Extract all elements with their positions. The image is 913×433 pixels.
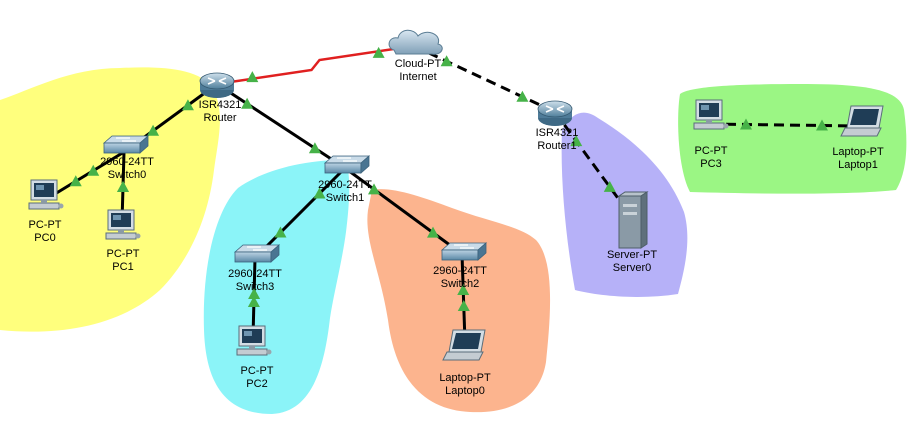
router-icon — [537, 100, 573, 127]
link-switch0-pc0-status-end — [69, 175, 82, 187]
device-model-label: 2960-24TT — [318, 179, 372, 191]
link-router0-cloud-status-start — [246, 71, 259, 83]
link-switch2-laptop0[interactable] — [460, 253, 467, 343]
link-cloud-router1-status-start — [440, 55, 453, 67]
device-name-label: Switch3 — [236, 281, 275, 293]
device-model-label: PC-PT — [695, 145, 728, 157]
link-switch1-switch2-status-end — [426, 226, 439, 238]
device-model-label: Laptop-PT — [832, 146, 884, 158]
link-switch1-switch3[interactable] — [253, 166, 347, 260]
device-model-label: ISR4321 — [536, 127, 579, 139]
link-router0-switch1-status-end — [308, 142, 321, 154]
link-router1-server0[interactable] — [553, 111, 633, 217]
link-switch2-laptop0-status-end — [457, 300, 470, 312]
cloud-icon — [388, 29, 443, 55]
device-name-label: Internet — [399, 71, 436, 83]
area-green — [678, 84, 907, 194]
device-model-label: Laptop-PT — [439, 372, 491, 384]
device-model-label: 2960-24TT — [433, 265, 487, 277]
link-switch2-laptop0-status-start — [457, 283, 470, 295]
link-switch1-switch3-status-end — [274, 226, 287, 238]
switch-icon — [441, 242, 487, 261]
link-cloud-router1[interactable] — [413, 44, 556, 114]
link-router0-cloud[interactable] — [216, 44, 415, 86]
area-yellow — [0, 67, 220, 332]
device-model-label: 2960-24TT — [228, 268, 282, 280]
area-orange — [367, 189, 551, 413]
device-name-label: Router1 — [537, 140, 576, 152]
router-icon — [199, 72, 235, 99]
link-switch0-pc0[interactable] — [44, 150, 125, 202]
device-name-label: PC2 — [246, 378, 267, 390]
device-name-label: Switch0 — [108, 169, 147, 181]
link-router0-switch1-status-start — [241, 97, 254, 109]
link-pc3-laptop1[interactable] — [709, 122, 859, 128]
device-model-label: 2960-24TT — [100, 156, 154, 168]
device-name-label: PC1 — [112, 261, 133, 273]
device-name-label: Laptop1 — [838, 159, 878, 171]
device-model-label: Cloud-PT — [395, 58, 442, 70]
link-router0-cloud-status-end — [372, 46, 385, 58]
link-switch1-switch2[interactable] — [344, 166, 463, 256]
device-model-label: PC-PT — [29, 219, 62, 231]
links-layer — [44, 44, 859, 343]
device-model-label: PC-PT — [107, 248, 140, 260]
nodes-layer: ISR4321RouterISR4321Router1Cloud-PTInter… — [28, 29, 884, 397]
switch-icon — [234, 244, 280, 263]
switch-icon — [103, 135, 149, 154]
link-router1-server0-status-start — [570, 135, 583, 147]
link-cloud-router1-status-end — [516, 90, 529, 102]
link-switch3-pc2-status-start — [248, 287, 261, 299]
link-pc3-laptop1-status-end — [816, 119, 829, 131]
device-name-label: PC0 — [34, 232, 55, 244]
link-router0-switch1[interactable] — [216, 82, 346, 170]
link-router0-switch0-status-end — [147, 124, 160, 136]
link-router1-server0-status-end — [603, 180, 616, 192]
link-switch0-pc1-status-end — [117, 181, 129, 192]
device-model-label: Server-PT — [607, 249, 657, 261]
device-name-label: Laptop0 — [445, 385, 485, 397]
server-icon — [618, 191, 648, 249]
link-pc3-laptop1-status-start — [739, 118, 752, 130]
device-name-label: Router — [203, 112, 236, 124]
link-switch1-switch2-status-start — [368, 183, 381, 195]
link-switch1-switch3-status-start — [313, 187, 326, 199]
link-router0-switch0-status-start — [181, 99, 194, 111]
link-switch3-pc2-status-end — [247, 296, 260, 308]
device-name-label: Server0 — [613, 262, 652, 274]
device-model-label: ISR4321 — [199, 99, 242, 111]
device-name-label: PC3 — [700, 158, 721, 170]
switch-icon — [324, 155, 370, 174]
device-model-label: PC-PT — [241, 365, 274, 377]
device-name-label: Switch1 — [326, 192, 365, 204]
link-switch0-pc0-status-start — [87, 164, 100, 176]
device-name-label: Switch2 — [441, 278, 480, 290]
